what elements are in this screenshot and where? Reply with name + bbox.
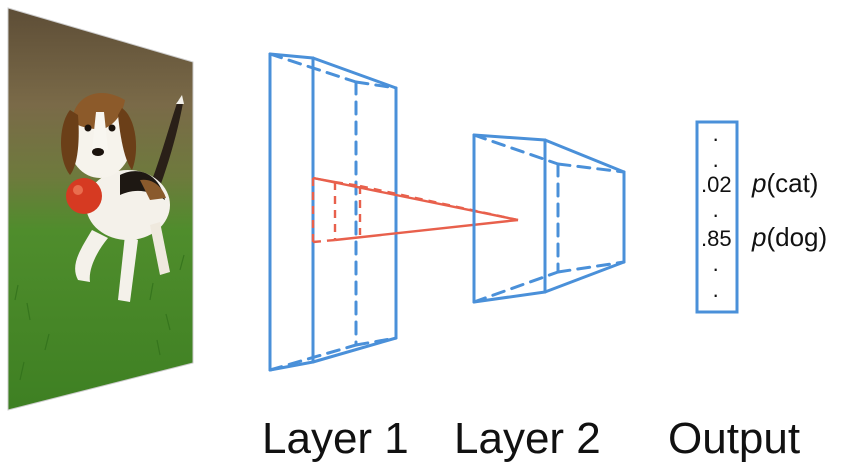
output-dot-bottom: · [712,256,720,281]
caption-layer1: Layer 1 [262,414,409,463]
layer1-block [268,52,398,372]
layer2-block [472,133,626,304]
caption-layer2: Layer 2 [454,414,601,463]
output-dot-top-2: · [712,152,720,177]
output-dot-mid: · [712,202,720,227]
dog-label: p(dog) [752,222,827,253]
cat-label: p(cat) [752,168,818,199]
dog-label-text: (dog) [766,222,828,252]
output-dot-top: · [712,126,720,151]
photo-frame [7,7,194,411]
dog-probability-value: .85 [701,226,732,251]
dog-p-symbol: p [752,222,767,252]
receptive-field [311,176,519,244]
dog-photo [8,8,193,410]
caption-output: Output [668,414,801,463]
cat-p-symbol: p [752,168,767,198]
cat-label-text: (cat) [766,168,819,198]
output-dot-bottom-2: · [712,282,720,307]
output-vector-box [695,120,739,314]
cat-probability-value: .02 [701,172,732,197]
